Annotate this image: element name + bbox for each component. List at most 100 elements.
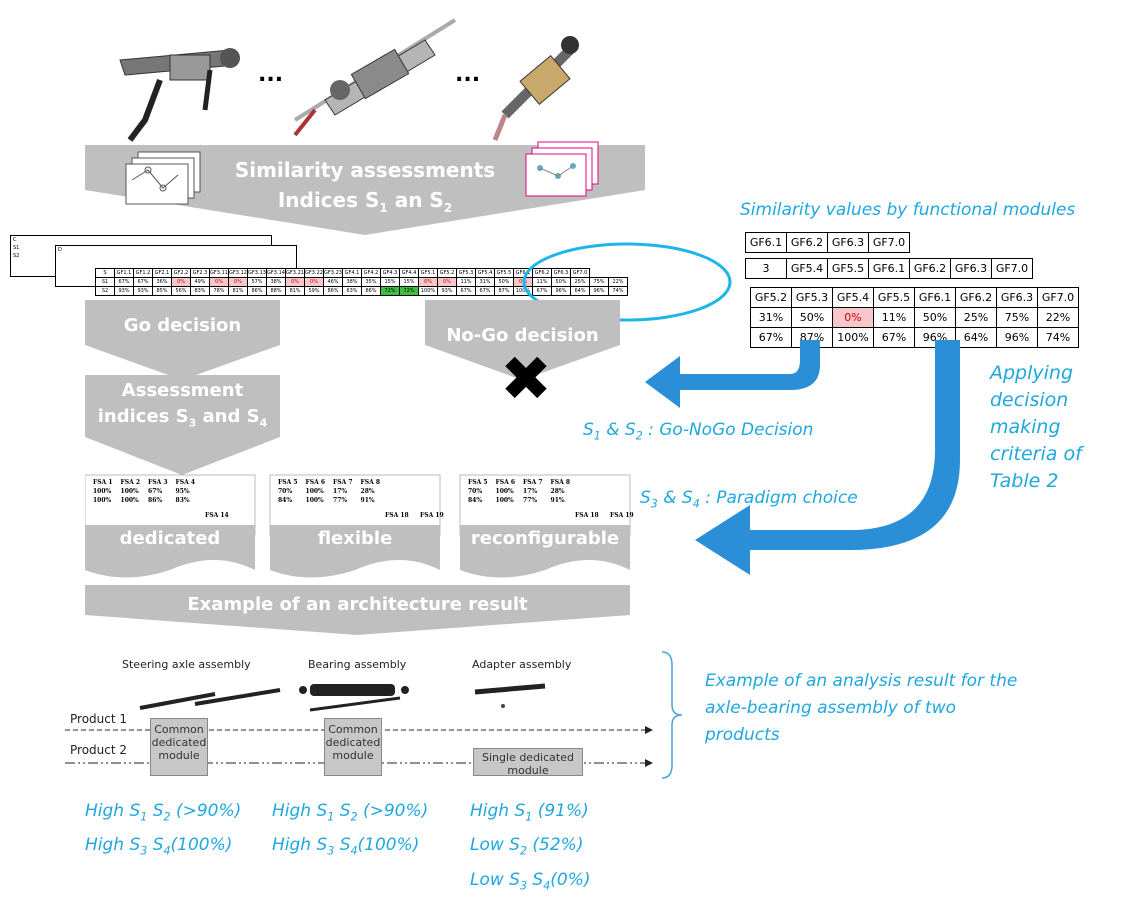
table-header-cell: GF1.2: [133, 268, 153, 278]
table-cell: 63%: [342, 286, 362, 296]
table-cell: 75%: [996, 307, 1038, 328]
table-header-cell: GF3.11: [209, 268, 229, 278]
table-header-cell: S: [95, 268, 115, 278]
ellipsis-1: ...: [258, 62, 284, 87]
assembly-parts-drawing: [139, 683, 546, 712]
paradigm-documents-shapes: [85, 474, 631, 578]
table-header-cell: GF3.12: [228, 268, 248, 278]
results-column-2: High S1 S2 (>90%) High S3 S4(100%): [272, 801, 429, 858]
table-header-cell: GF5.5: [827, 258, 869, 279]
table-header-cell: GF6.1: [868, 258, 910, 279]
table-header-cell: GF3.14: [266, 268, 286, 278]
fsa-header-cell: FSA 7: [333, 479, 353, 486]
table-header-cell: GF2.3: [190, 268, 210, 278]
fsa-cell: 100%: [495, 497, 514, 504]
table-cell: 0%: [437, 277, 457, 287]
table-cell: 72%: [399, 286, 419, 296]
table-header-cell: GF6.3: [827, 232, 869, 253]
table-cell: 11%: [873, 307, 915, 328]
table-cell: 38%: [266, 277, 286, 287]
adapter-assembly-label: Adapter assembly: [472, 658, 572, 671]
table-cell: 78%: [209, 286, 229, 296]
table-cell: 72%: [380, 286, 400, 296]
fsa-cell: 70%: [278, 488, 293, 495]
table-cell: 22%: [1037, 307, 1079, 328]
fsa-cell: 91%: [360, 497, 375, 504]
nogo-decision-arrow: [425, 300, 620, 380]
fsa-header-cell: FSA 7: [523, 479, 543, 486]
table-cell: 81%: [228, 286, 248, 296]
fsa-cell: 77%: [523, 497, 538, 504]
fsa-header-cell: FSA 4: [175, 479, 196, 486]
table-cell: 15%: [380, 277, 400, 287]
table-cell: 36%: [152, 277, 172, 287]
table-header-cell: GF6.3: [996, 287, 1038, 308]
table-cell: 86%: [361, 286, 381, 296]
table-cell: 38%: [342, 277, 362, 287]
table-cell: 86%: [247, 286, 267, 296]
table-header-cell: GF4.3: [380, 268, 400, 278]
paradigm-flexible: flexible: [317, 528, 393, 549]
table-cell: 50%: [791, 307, 833, 328]
fsa-cell: 84%: [278, 497, 293, 504]
table-header-cell: GF7.0: [1037, 287, 1079, 308]
table-cell: 81%: [285, 286, 305, 296]
fsa-cell: 28%: [360, 488, 375, 495]
table-cell: 50%: [494, 277, 514, 287]
fsa-cell: 95%: [175, 488, 190, 495]
assessment-line1: Assessment: [121, 380, 244, 401]
fsa-cell: 67%: [148, 488, 163, 495]
fsa-extra-reconfigurable-2: FSA 19: [610, 512, 634, 519]
table-cell: 0%: [228, 277, 248, 287]
similarity-banner-subtitle: Indices S1 an S2: [277, 188, 453, 215]
table-header-cell: GF6.2: [909, 258, 951, 279]
table-cell: 86%: [323, 286, 343, 296]
assessment-line2: indices S3 and S4: [97, 406, 268, 430]
table-header-cell: GF2.2: [171, 268, 191, 278]
table-cell: S2: [95, 286, 115, 296]
table-header-cell: GF3.23: [323, 268, 343, 278]
fsa-cell: 84%: [468, 497, 483, 504]
table-header-cell: GF5.3: [456, 268, 476, 278]
table-cell: 0%: [304, 277, 324, 287]
table-header-cell: GF1.1: [114, 268, 134, 278]
go-decision-arrow: [85, 300, 280, 380]
table-cell: 25%: [955, 307, 997, 328]
table-cell: 74%: [608, 286, 628, 296]
fsa-extra-flexible-1: FSA 18: [385, 512, 409, 519]
fsa-cell: 100%: [305, 488, 324, 495]
table-header-cell: GF6.3: [950, 258, 992, 279]
table-header-cell: GF3.21: [285, 268, 305, 278]
table-cell: 74%: [1037, 327, 1079, 348]
assessment-arrow: [85, 375, 280, 475]
document-stack-icon: [125, 151, 201, 205]
table-header-cell: GF3.13: [247, 268, 267, 278]
table-cell: 57%: [247, 277, 267, 287]
nogo-decision-label: No-Go decision: [446, 325, 599, 346]
table-header-cell: GF5.4: [786, 258, 828, 279]
fsa-cell: 17%: [523, 488, 538, 495]
table-cell: 83%: [190, 286, 210, 296]
table-header-cell: GF6.2: [955, 287, 997, 308]
steering-column-product-image-2: [293, 18, 457, 137]
table-cell: 88%: [266, 286, 286, 296]
go-nogo-label: S1 & S2 : Go-NoGo Decision: [583, 420, 814, 443]
table-header-cell: GF5.3: [791, 287, 833, 308]
table-cell: 56%: [171, 286, 191, 296]
table-cell: 67%: [873, 327, 915, 348]
similarity-banner-title: Similarity assessments: [234, 158, 496, 182]
table-cell: 100%: [418, 286, 438, 296]
paradigm-choice-label: S3 & S4 : Paradigm choice: [640, 488, 858, 511]
go-decision-label: Go decision: [123, 315, 242, 336]
table-header-cell: GF5.4: [832, 287, 874, 308]
fsa-cell: 91%: [550, 497, 565, 504]
fsa-extra-flexible-2: FSA 19: [420, 512, 444, 519]
table-cell: 87%: [494, 286, 514, 296]
architecture-banner: Example of an architecture result: [187, 594, 528, 615]
table-cell: 93%: [114, 286, 134, 296]
